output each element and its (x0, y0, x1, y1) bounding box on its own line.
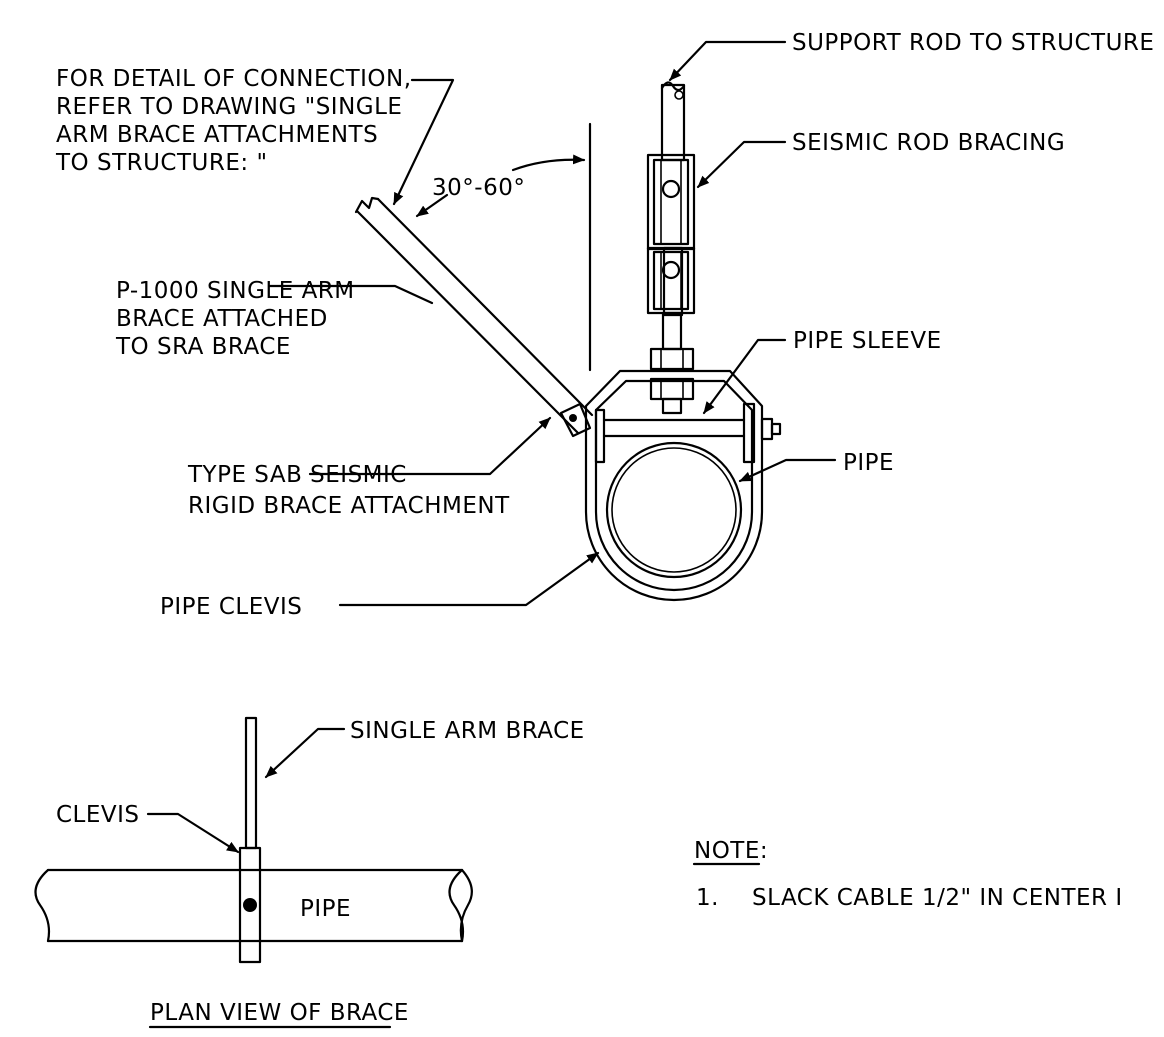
seismic-rod-bracing-leader (696, 140, 787, 189)
support-rod-label: SUPPORT ROD TO STRUCTURE (792, 30, 1154, 56)
connection-note-leader (392, 78, 455, 206)
hex-nuts (649, 311, 695, 415)
plan-clevis-label: CLEVIS (56, 802, 140, 828)
angle-dimension-arc (511, 154, 586, 172)
pipe-label: PIPE (843, 450, 894, 476)
pipe-clevis (584, 369, 782, 602)
seismic-rod-bracing-label: SEISMIC ROD BRACING (792, 130, 1065, 156)
sab-attachment-line-1: TYPE SAB SEISMIC (187, 462, 407, 488)
plan-pipe-label: PIPE (300, 896, 351, 922)
single-arm-brace-line-3: TO SRA BRACE (115, 334, 291, 360)
single-arm-brace-line-1: P-1000 SINGLE ARM (116, 278, 355, 304)
connection-note-line-4: TO STRUCTURE: " (55, 150, 268, 176)
pipe-sleeve-label: PIPE SLEEVE (793, 328, 942, 354)
single-arm-brace-leader (268, 284, 434, 305)
note-item-text: SLACK CABLE 1/2" IN CENTER I (752, 885, 1123, 911)
connection-note-line-1: FOR DETAIL OF CONNECTION, (56, 66, 412, 92)
pipe-sleeve-leader (702, 338, 787, 415)
plan-view-title: PLAN VIEW OF BRACE (150, 1000, 409, 1026)
pipe-clevis-label: PIPE CLEVIS (160, 594, 302, 620)
support-rod-leader (668, 40, 787, 82)
seismic-rod-bracing (646, 153, 696, 315)
sab-attachment-leader (308, 416, 552, 476)
connection-note-line-3: ARM BRACE ATTACHMENTS (56, 122, 378, 148)
note-heading: NOTE: (694, 838, 768, 864)
plan-view-brace (238, 716, 262, 964)
angle-leader-line (415, 193, 449, 218)
single-arm-brace (354, 196, 594, 438)
note-item-number: 1. (696, 885, 719, 911)
pipe-leader (738, 458, 837, 483)
connection-note-line-2: REFER TO DRAWING "SINGLE (56, 94, 402, 120)
plan-brace-label: SINGLE ARM BRACE (350, 718, 585, 744)
plan-brace-leader (264, 727, 346, 779)
plan-view-pipe (34, 868, 473, 943)
angle-label: 30°-60° (432, 175, 525, 201)
pipe-clevis-leader (338, 551, 600, 607)
pipe-section (605, 441, 743, 579)
sab-attachment-line-2: RIGID BRACE ATTACHMENT (188, 493, 510, 519)
plan-clevis-leader (146, 812, 240, 854)
single-arm-brace-line-2: BRACE ATTACHED (116, 306, 328, 332)
